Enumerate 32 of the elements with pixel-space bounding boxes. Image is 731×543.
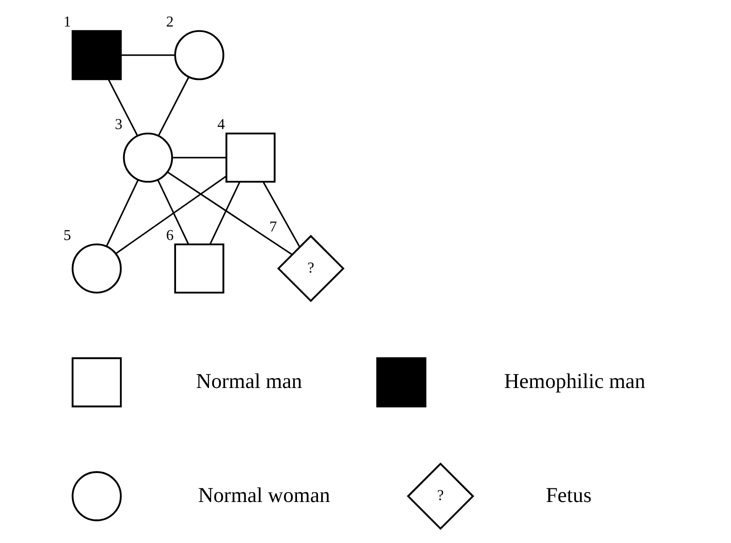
connector — [108, 79, 138, 136]
node-label: 4 — [217, 117, 225, 133]
node-label: Normal man — [196, 368, 302, 393]
node-label: 2 — [166, 14, 174, 30]
node-label: 3 — [114, 117, 122, 133]
node-diamond: ? — [406, 462, 474, 530]
node-label: 5 — [64, 228, 72, 244]
node-box — [174, 243, 224, 294]
node-box — [72, 30, 122, 80]
node-label: 1 — [64, 14, 72, 30]
connector — [116, 176, 226, 254]
connector — [122, 54, 174, 56]
node-label: Fetus — [546, 482, 592, 507]
connector — [262, 182, 300, 248]
node-diamond: ? — [277, 234, 345, 302]
connector — [158, 76, 190, 136]
node-circle — [72, 471, 122, 522]
connector — [168, 172, 293, 256]
node-box — [72, 357, 122, 408]
node-label: Hemophilic man — [504, 368, 646, 393]
node-label: 6 — [166, 228, 174, 244]
node-box — [376, 357, 426, 408]
connector — [172, 156, 226, 158]
node-circle — [122, 132, 174, 183]
connector — [209, 182, 240, 244]
connector — [106, 180, 139, 247]
node-circle — [72, 243, 122, 294]
connector — [157, 180, 190, 244]
node-label: 7 — [269, 220, 277, 236]
node-box — [226, 132, 276, 183]
node-circle — [174, 30, 224, 80]
node-label: Normal woman — [198, 482, 330, 507]
